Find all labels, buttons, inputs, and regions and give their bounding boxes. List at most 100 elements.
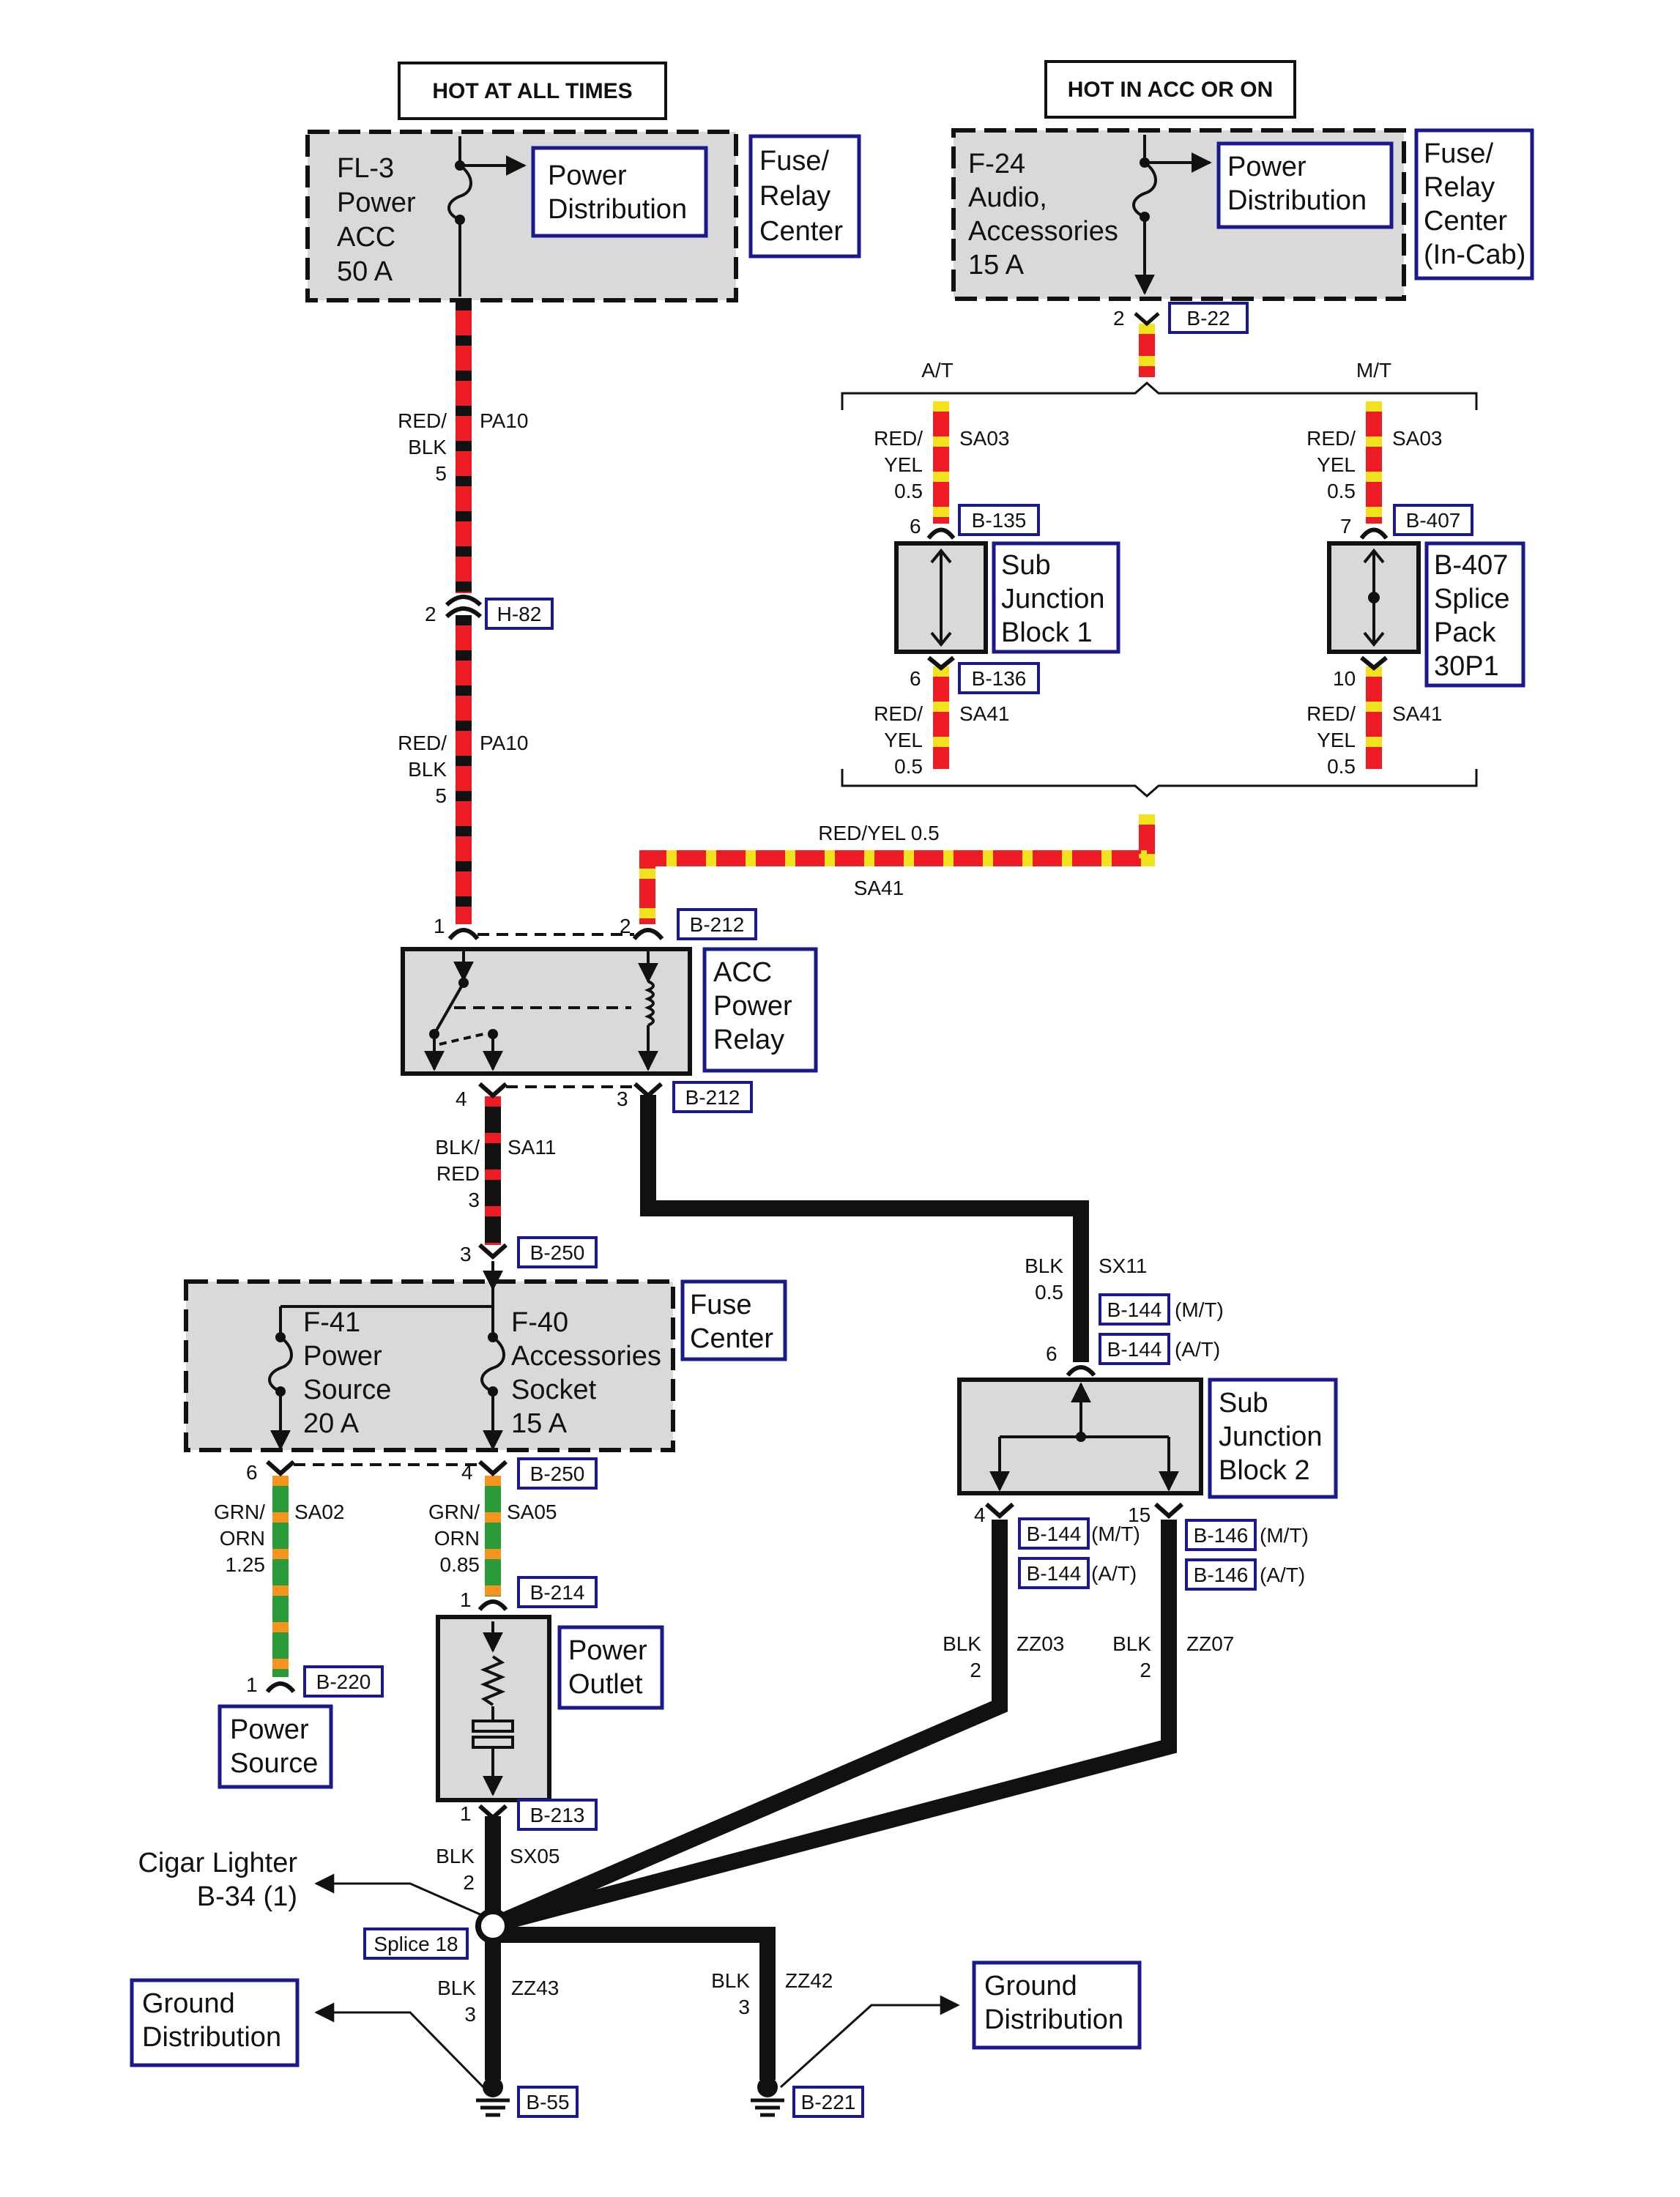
power-outlet-l1: Power xyxy=(568,1635,647,1666)
fl3-line-2: Power xyxy=(337,187,416,218)
sa41-mt-color-2: YEL xyxy=(1317,729,1356,751)
connector-b213-box xyxy=(517,1799,598,1831)
connector-sjb2-in-symbol xyxy=(1066,1365,1096,1378)
connector-b214-box xyxy=(517,1576,598,1608)
connector-b407-symbol-out xyxy=(1360,655,1388,671)
power-distribution-label-1b: Distribution xyxy=(548,194,687,225)
connector-b220-box xyxy=(303,1665,384,1698)
connector-b144-at-top-box xyxy=(1099,1333,1170,1365)
sa03-mt-circuit: SA03 xyxy=(1392,427,1443,450)
connector-b135-symbol xyxy=(926,527,956,540)
splice-18-box xyxy=(363,1928,469,1960)
ground-distribution-right-box xyxy=(972,1960,1142,2050)
f24-line-1: F-24 xyxy=(968,149,1025,179)
connector-b146-at-label: B-146 xyxy=(1194,1564,1249,1586)
connector-b214-label: B-214 xyxy=(530,1581,585,1604)
power-source-box xyxy=(218,1704,333,1789)
ground-left-arrow xyxy=(314,2002,485,2089)
connector-b221-box xyxy=(792,2086,864,2118)
power-outlet-symbol xyxy=(472,1621,514,1796)
zz03-circuit: ZZ03 xyxy=(1016,1632,1064,1655)
connector-b136-label: B-136 xyxy=(972,667,1027,690)
sa41-mt-color-1: RED/ xyxy=(1307,702,1356,725)
sa41-at-circuit: SA41 xyxy=(959,702,1010,725)
connector-b146-at-box xyxy=(1185,1558,1257,1591)
connector-h82-box xyxy=(485,598,554,630)
sa41-at-color-1: RED/ xyxy=(874,702,923,725)
ground-dist-right-l1: Ground xyxy=(984,1971,1077,2001)
pa10-bot-color-2: BLK xyxy=(408,758,447,781)
sjb2-internal-bus xyxy=(989,1382,1179,1492)
connector-b135-label: B-135 xyxy=(972,509,1027,532)
b407-l2: Splice xyxy=(1434,584,1510,614)
pin-b407-out: 10 xyxy=(1333,667,1356,690)
pin-b250-in: 3 xyxy=(460,1243,472,1265)
fuse-relay-center-l3: Center xyxy=(759,216,843,247)
f40-l3: Socket xyxy=(511,1375,597,1405)
connector-b146-mt-label: B-146 xyxy=(1194,1524,1249,1547)
pin-sjb2-in: 6 xyxy=(1046,1342,1058,1365)
connector-b22-symbol xyxy=(1134,312,1160,327)
zz07-color-1: BLK xyxy=(1112,1632,1151,1655)
power-distribution-label-1a: Power xyxy=(548,160,627,191)
b144-mt-top-variant: (M/T) xyxy=(1175,1298,1224,1321)
connector-b407-label: B-407 xyxy=(1406,509,1461,532)
power-distribution-label-2a: Power xyxy=(1227,152,1307,182)
wire-sa41-horizontal xyxy=(639,814,1155,924)
hot-in-acc-box xyxy=(1044,60,1296,119)
frc-cab-l1: Fuse/ xyxy=(1424,138,1493,169)
zz42-color-2: 3 xyxy=(738,1996,750,2018)
variant-bracket-top xyxy=(841,382,1478,410)
connector-b212-top-box xyxy=(677,908,757,940)
connector-b144-mt-bot-label: B-144 xyxy=(1027,1523,1082,1545)
sa03-mt-color-3: 0.5 xyxy=(1327,480,1356,502)
connector-b220-label: B-220 xyxy=(316,1670,371,1693)
connector-h82-symbol-top xyxy=(445,595,483,607)
wire-zz42 xyxy=(493,1927,776,2080)
connector-b144-mt-top-box xyxy=(1099,1293,1170,1326)
pa10-top-circuit: PA10 xyxy=(480,409,528,432)
b407-l3: Pack xyxy=(1434,617,1496,648)
pin-relay-2: 2 xyxy=(620,915,631,937)
connector-b136-symbol xyxy=(927,655,955,671)
power-source-l2: Source xyxy=(230,1748,318,1779)
connector-h82-label: H-82 xyxy=(497,603,542,625)
b407-l1: B-407 xyxy=(1434,550,1508,581)
b407-l4: 30P1 xyxy=(1434,651,1499,682)
sx05-color-1: BLK xyxy=(436,1845,475,1867)
sub-junction-2-label-box xyxy=(1208,1378,1338,1499)
connector-b213-symbol xyxy=(478,1804,508,1821)
pin-sjb2-out-4: 4 xyxy=(974,1503,986,1526)
cigar-lighter-arrow xyxy=(314,1873,484,1917)
variant-bracket-bottom xyxy=(841,769,1478,798)
power-distribution-label-2b: Distribution xyxy=(1227,185,1367,216)
sjb2-l2: Junction xyxy=(1219,1421,1323,1452)
f41-l2: Power xyxy=(303,1341,382,1372)
hot-at-all-times-label: HOT AT ALL TIMES xyxy=(432,79,632,103)
sa05-color-3: 0.85 xyxy=(440,1553,480,1576)
fl3-fuse-symbol xyxy=(447,136,527,297)
pin-b135: 6 xyxy=(910,515,921,538)
pa10-top-color-3: 5 xyxy=(435,462,447,485)
sjb1-l1: Sub xyxy=(1001,550,1051,581)
zz07-color-2: 2 xyxy=(1140,1659,1151,1681)
variant-at-label: A/T xyxy=(921,359,954,382)
sa02-color-1: GRN/ xyxy=(214,1501,265,1523)
power-source-l1: Power xyxy=(230,1714,309,1745)
pin-b22: 2 xyxy=(1113,307,1125,330)
sa11-circuit: SA11 xyxy=(508,1136,556,1159)
pin-b136: 6 xyxy=(910,667,921,690)
b144-at-top-variant: (A/T) xyxy=(1175,1338,1220,1361)
sjb2-l1: Sub xyxy=(1219,1388,1268,1419)
sa03-mt-color-2: YEL xyxy=(1317,453,1356,476)
pin-b250-out-f41: 6 xyxy=(246,1461,258,1484)
pa10-top-color-2: BLK xyxy=(408,436,447,458)
connector-b22-box xyxy=(1168,302,1249,334)
zz03-color-2: 2 xyxy=(970,1659,981,1681)
sa02-color-2: ORN xyxy=(220,1527,265,1550)
ground-dist-left-l2: Distribution xyxy=(142,2022,281,2053)
connector-b135-box xyxy=(958,504,1040,536)
pin-sjb2-out-15: 15 xyxy=(1128,1503,1151,1526)
frc-cab-l4: (In-Cab) xyxy=(1424,239,1525,270)
